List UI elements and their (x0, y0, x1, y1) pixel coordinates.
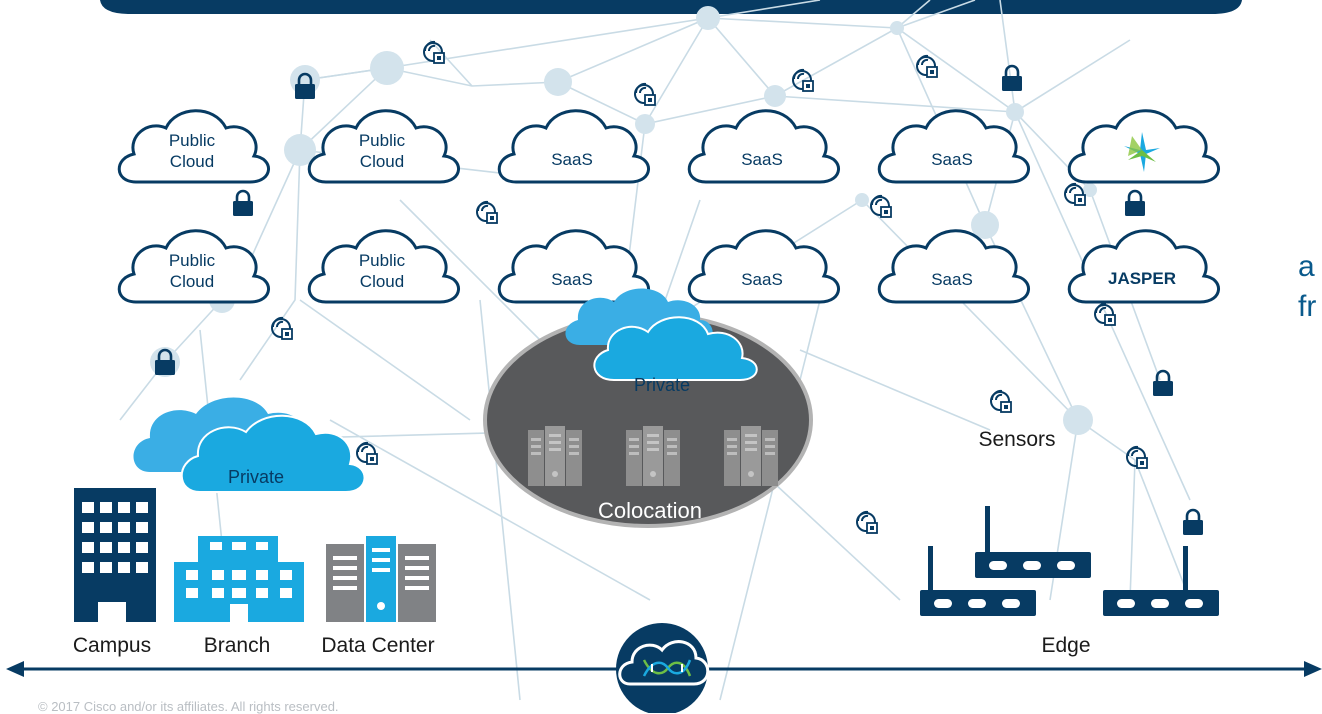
sensor-icon (856, 510, 878, 534)
public-cloud-3-line1: Public (169, 251, 216, 270)
branch-building-icon (174, 536, 304, 622)
branch-label: Branch (204, 634, 271, 657)
sensor-icon (356, 441, 378, 465)
private-cloud-left-label: Private (228, 467, 284, 487)
top-banner (100, 0, 1242, 14)
jasper-cloud: JASPER (1067, 229, 1221, 304)
dna-cloud-logo-icon (616, 623, 710, 713)
sensor-icon (634, 82, 656, 106)
public-cloud-1: Public Cloud (117, 109, 271, 184)
sensor-icon (916, 54, 938, 78)
saas-cloud-1: SaaS (497, 109, 651, 184)
saas-cloud-3-label: SaaS (931, 150, 973, 169)
copyright-text: © 2017 Cisco and/or its affiliates. All … (38, 699, 339, 714)
saas-cloud-1-label: SaaS (551, 150, 593, 169)
saas-cloud-4-label: SaaS (551, 270, 593, 289)
public-cloud-4-line2: Cloud (360, 272, 404, 291)
public-cloud-2: Public Cloud (307, 109, 461, 184)
data-center-label: Data Center (321, 634, 434, 657)
server-icon (724, 426, 778, 486)
sensor-icon (1064, 182, 1086, 206)
lock-icon (1123, 189, 1147, 218)
jasper-label: JASPER (1108, 269, 1176, 288)
public-cloud-2-line2: Cloud (360, 152, 404, 171)
router-icon (975, 506, 1091, 578)
colocation-private-cloud: Private (565, 288, 758, 395)
public-cloud-3-line2: Cloud (170, 272, 214, 291)
sensors-label: Sensors (978, 428, 1055, 451)
saas-cloud-4: SaaS (497, 229, 651, 304)
private-cloud-left: Private (133, 397, 366, 493)
public-cloud-1-line1: Public (169, 131, 216, 150)
saas-cloud-2-label: SaaS (741, 150, 783, 169)
webex-cloud (1067, 109, 1221, 184)
colocation-label: Colocation (598, 498, 702, 523)
saas-cloud-2: SaaS (687, 109, 841, 184)
server-icon (626, 426, 680, 486)
public-cloud-2-line1: Public (359, 131, 406, 150)
side-text-line1: a (1298, 250, 1315, 283)
campus-label: Campus (73, 634, 151, 657)
campus-building-icon (74, 488, 156, 622)
saas-cloud-5: SaaS (687, 229, 841, 304)
public-cloud-4: Public Cloud (307, 229, 461, 304)
edge-routers (920, 506, 1219, 616)
saas-cloud-5-label: SaaS (741, 270, 783, 289)
sensor-icon (1094, 302, 1116, 326)
public-cloud-4-line1: Public (359, 251, 406, 270)
saas-cloud-6: SaaS (877, 229, 1031, 304)
router-icon (1103, 546, 1219, 616)
edge-label: Edge (1041, 634, 1090, 657)
router-icon (920, 546, 1036, 616)
public-cloud-1-line2: Cloud (170, 152, 214, 171)
data-center-server-icon (326, 536, 436, 622)
lock-icon (1181, 508, 1205, 537)
sensor-icon (423, 40, 445, 64)
public-cloud-3: Public Cloud (117, 229, 271, 304)
sensor-icon (1126, 445, 1148, 469)
saas-cloud-6-label: SaaS (931, 270, 973, 289)
sensor-icon (870, 194, 892, 218)
lock-icon (231, 189, 255, 218)
colocation-site: Private Colocation (483, 288, 813, 528)
lock-icon (1000, 64, 1024, 93)
sensor-icon (476, 200, 498, 224)
sensor-icon (990, 389, 1012, 413)
lock-icon (1151, 369, 1175, 398)
server-icon (528, 426, 582, 486)
side-text-line2: fr (1298, 290, 1317, 323)
colocation-private-label: Private (634, 375, 690, 395)
sensor-icon (792, 68, 814, 92)
saas-cloud-3: SaaS (877, 109, 1031, 184)
webex-logo-icon (1124, 132, 1160, 172)
